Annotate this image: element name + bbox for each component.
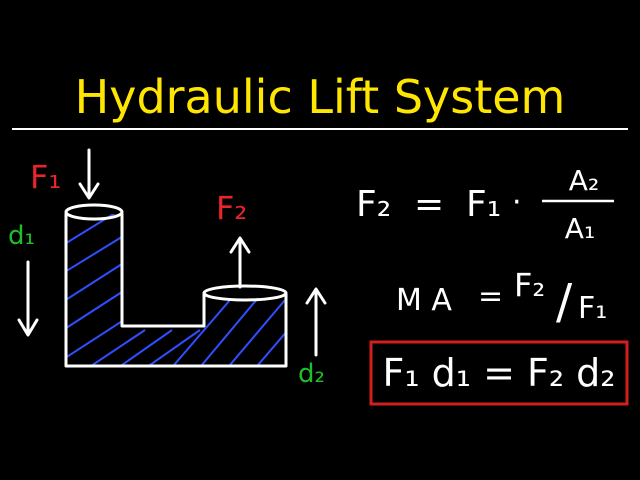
- work-equation-border: [369, 340, 629, 406]
- mechanical-advantage-equation: M A = F₂ / F₁: [396, 266, 607, 330]
- d1-label: d₁: [8, 221, 35, 251]
- hydraulic-vessel: [64, 203, 288, 368]
- ma-eq-numerator: F₂: [514, 266, 545, 304]
- force-eq-lhs: F₂: [356, 184, 391, 225]
- ma-eq-lhs: M A: [396, 283, 452, 318]
- ma-eq-denominator: F₁: [578, 291, 607, 326]
- d2-label: d₂: [298, 359, 325, 389]
- f2-label: F₂: [216, 189, 247, 227]
- large-piston: [202, 284, 288, 302]
- force-eq-equals: =: [414, 184, 444, 225]
- up-arrow-icon: [229, 236, 251, 289]
- fluid-hatch: [66, 214, 286, 366]
- work-equation: F₁ d₁ = F₂ d₂: [382, 351, 615, 395]
- small-piston: [64, 203, 124, 221]
- force-eq-dot: ·: [512, 185, 522, 220]
- down-arrow-icon: [78, 148, 100, 200]
- d2-distance-arrow: [305, 287, 327, 357]
- force-eq-f1: F₁: [466, 184, 501, 225]
- d1-distance-arrow: [17, 260, 39, 337]
- force-eq-numerator: A₂: [569, 164, 599, 197]
- ma-eq-slash: /: [556, 274, 573, 330]
- work-equation-box: F₁ d₁ = F₂ d₂: [369, 340, 629, 406]
- f1-label: F₁: [30, 158, 61, 196]
- vessel-outline: [64, 212, 288, 368]
- ma-eq-equals: =: [478, 279, 503, 314]
- page-title: Hydraulic Lift System: [75, 70, 566, 124]
- force-eq-denominator: A₁: [565, 212, 595, 245]
- force-equation: F₂ = F₁ · A₂ A₁: [356, 164, 614, 245]
